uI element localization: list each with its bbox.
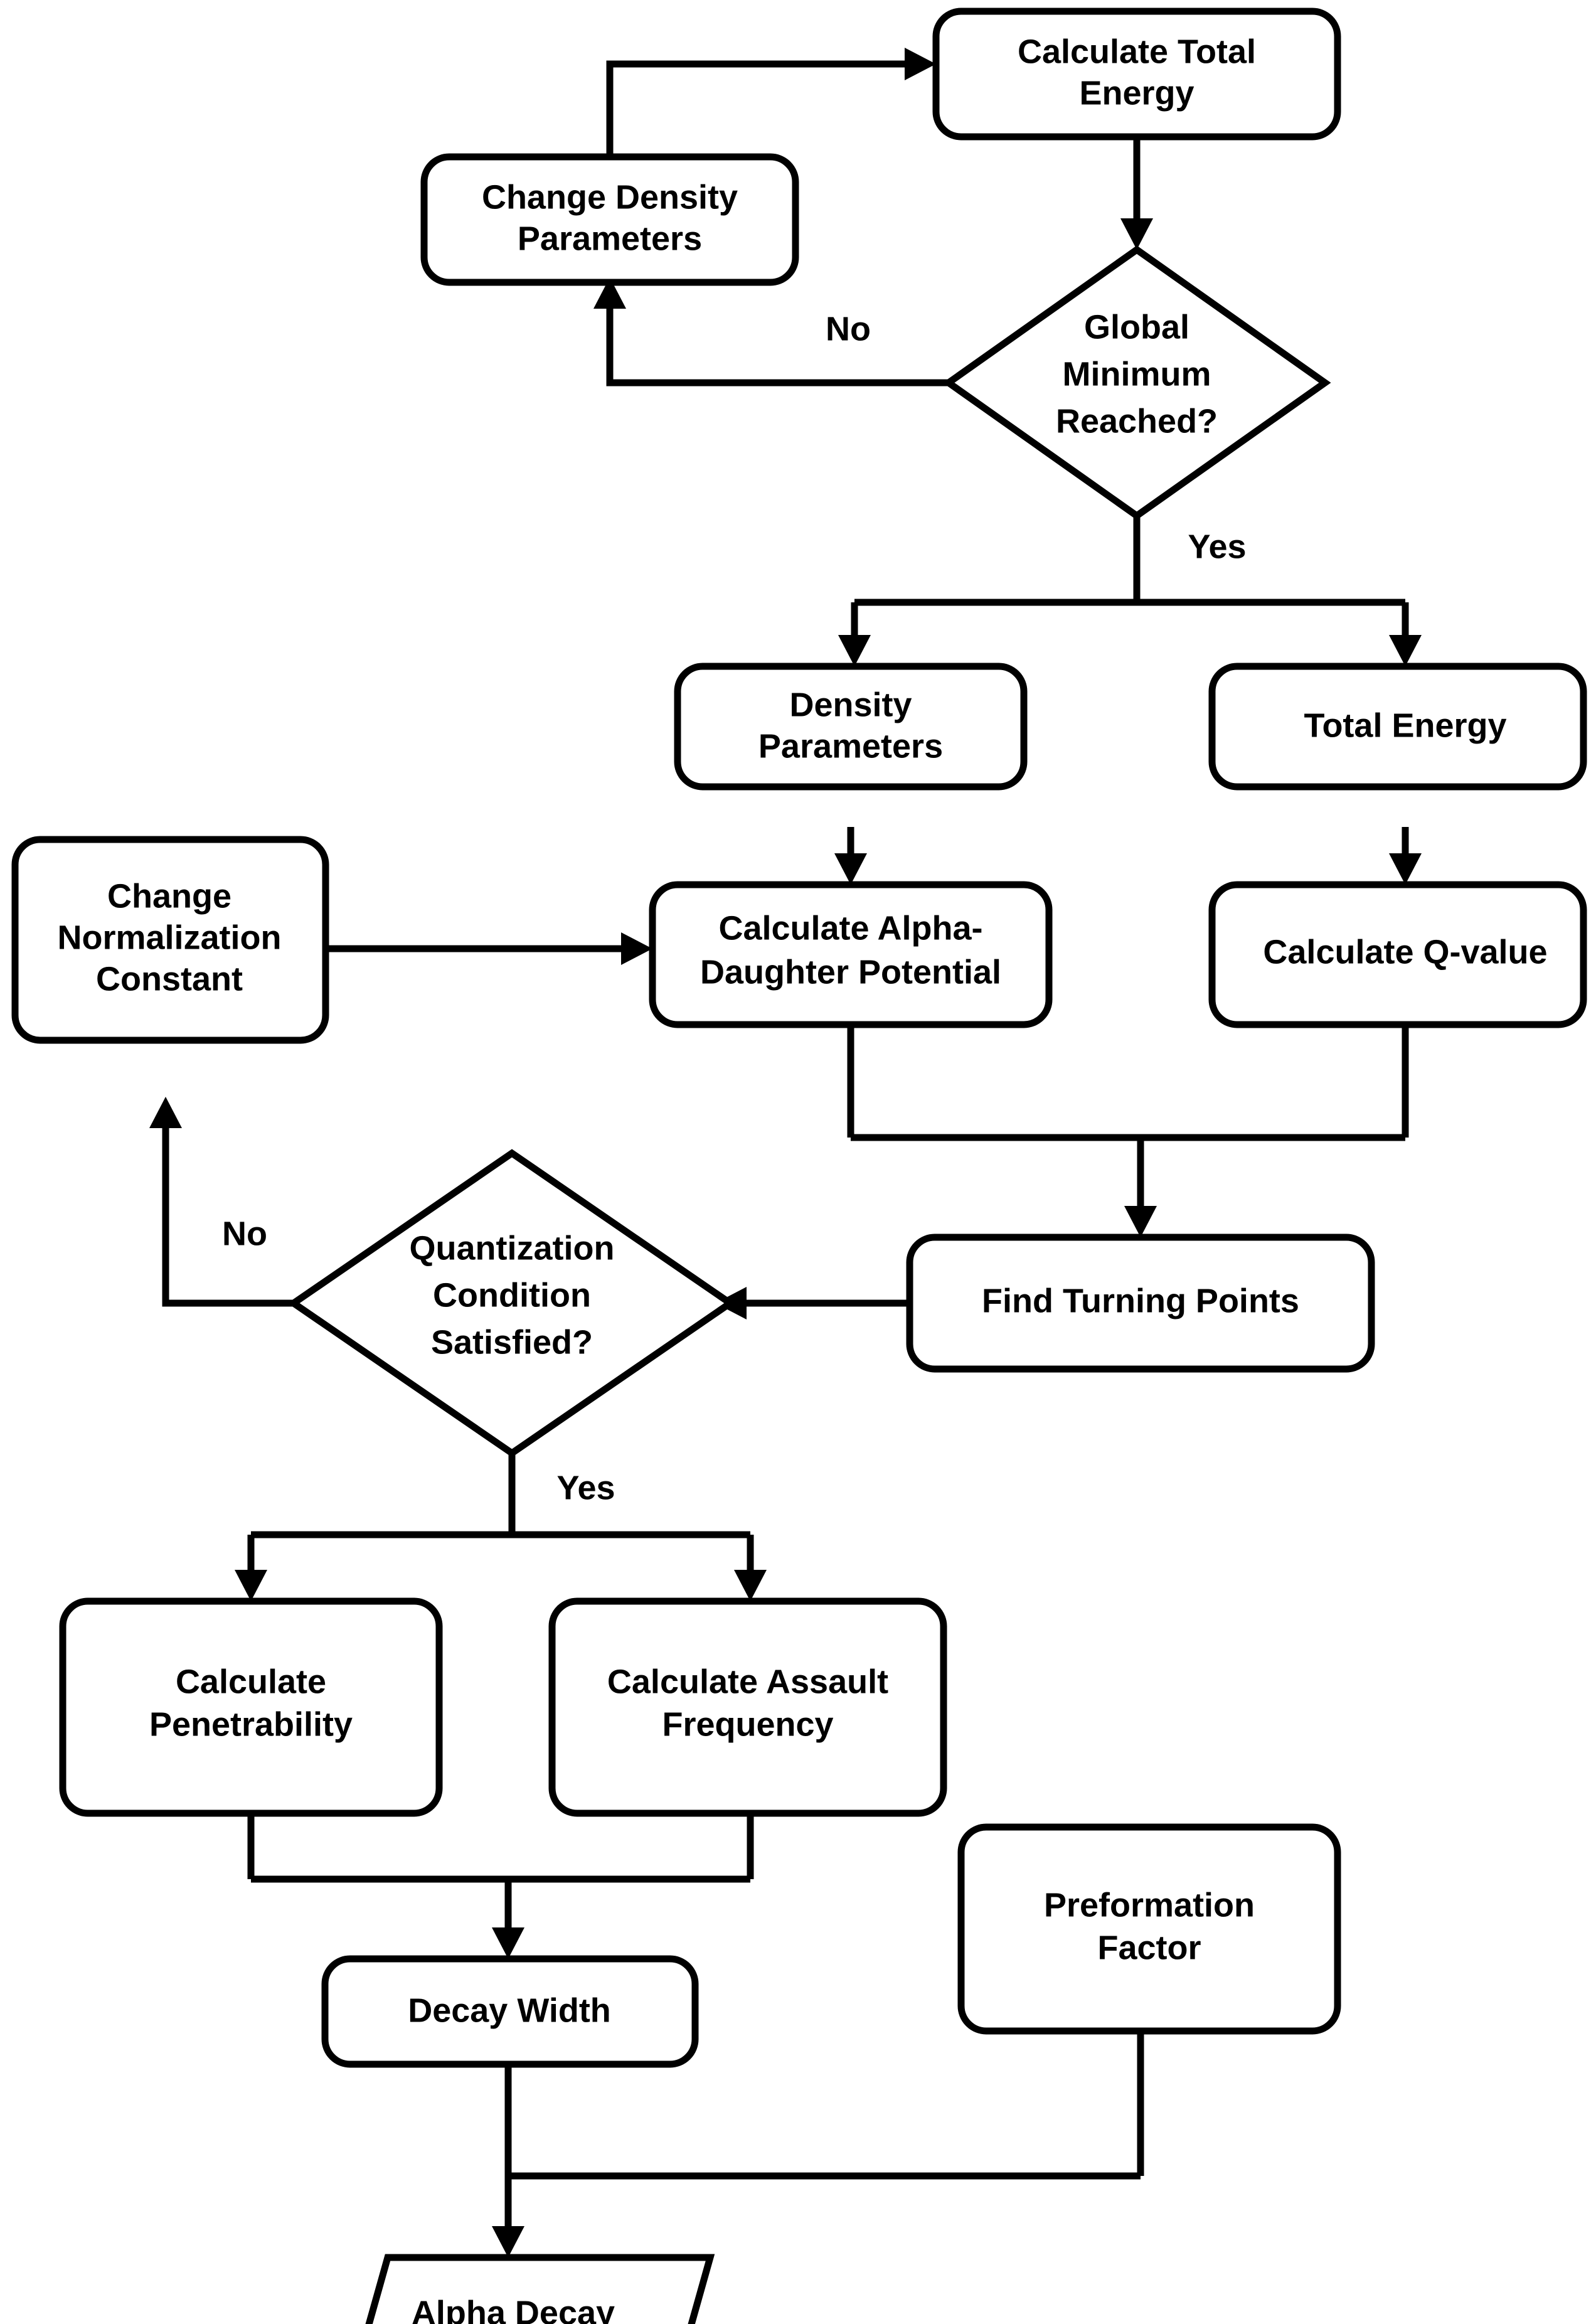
node-label-line1: Calculate Alpha- bbox=[718, 909, 982, 947]
arrow-head-right bbox=[1389, 635, 1422, 666]
node-label-line1: Alpha Decay bbox=[412, 2294, 615, 2324]
node-label-line1: Total Energy bbox=[1304, 706, 1506, 744]
node-label-line2: Factor bbox=[1097, 1929, 1201, 1966]
edge-path bbox=[851, 516, 1409, 641]
edge-path bbox=[847, 1025, 1409, 1211]
edge-calc-total-energy-to-global-minimum bbox=[1120, 137, 1153, 250]
node-change-density-parameters[interactable]: Change Density Parameters bbox=[420, 153, 799, 286]
node-change-normalization-constant[interactable]: Change Normalization Constant bbox=[11, 836, 329, 1044]
edge-global-minimum-no-to-change-density: No bbox=[593, 277, 949, 386]
edge-label-global-minimum-no: No bbox=[826, 310, 871, 348]
node-label-line1: Calculate Assault bbox=[607, 1663, 888, 1700]
node-preformation-factor[interactable]: Preformation Factor bbox=[957, 1823, 1341, 2035]
edge-path bbox=[504, 2031, 1144, 2231]
node-shape-rounded-rect[interactable] bbox=[649, 881, 1053, 1028]
edge-merge-to-alpha-decay-half-lifetime bbox=[492, 2031, 1144, 2257]
edge-merge-to-find-turning-points bbox=[847, 1025, 1409, 1237]
node-label-line1: Calculate Total bbox=[1018, 33, 1256, 70]
arrow-head bbox=[1389, 853, 1422, 885]
edge-change-normalization-to-calc-alpha-daughter bbox=[326, 932, 652, 965]
node-calculate-penetrability[interactable]: Calculate Penetrability bbox=[59, 1597, 443, 1817]
edge-find-turning-points-to-quantization bbox=[715, 1287, 910, 1319]
edge-path bbox=[247, 1453, 754, 1575]
edge-merge-to-decay-width bbox=[247, 1813, 754, 1959]
edge-change-density-to-calc-total-energy bbox=[606, 48, 936, 157]
arrow-head bbox=[492, 2226, 524, 2257]
edge-label-global-minimum-yes: Yes bbox=[1188, 528, 1246, 565]
node-quantization-condition-satisfied[interactable]: Quantization Condition Satisfied? bbox=[287, 1149, 737, 1458]
node-label-line2: Minimum bbox=[1063, 355, 1211, 393]
arrow-head bbox=[492, 1927, 524, 1959]
node-label-line2: Energy bbox=[1079, 74, 1194, 112]
node-density-parameters[interactable]: Density Parameters bbox=[674, 663, 1028, 791]
node-label-line2: Condition bbox=[433, 1276, 591, 1314]
node-label-line2: Penetrability bbox=[149, 1705, 353, 1743]
node-label-line2: Daughter Potential bbox=[700, 953, 1001, 991]
arrow-head bbox=[834, 853, 867, 885]
node-shape-rounded-rect[interactable] bbox=[548, 1597, 947, 1817]
node-shape-rounded-rect[interactable] bbox=[932, 8, 1341, 141]
node-shape-rounded-rect[interactable] bbox=[674, 663, 1028, 791]
node-label-line3: Reached? bbox=[1056, 402, 1218, 440]
node-shape-diamond[interactable] bbox=[942, 245, 1331, 520]
node-calculate-q-value[interactable]: Calculate Q-value bbox=[1208, 881, 1587, 1028]
arrow-head bbox=[905, 48, 936, 80]
node-label-line1: Calculate Q-value bbox=[1263, 933, 1547, 971]
node-shape-rounded-rect[interactable] bbox=[1208, 663, 1587, 791]
node-shape-rounded-rect[interactable] bbox=[957, 1823, 1341, 2035]
node-shape-rounded-rect[interactable] bbox=[420, 153, 799, 286]
edge-path bbox=[247, 1813, 754, 1932]
node-shape-rounded-rect[interactable] bbox=[1208, 881, 1587, 1028]
node-label-line1: Density bbox=[789, 686, 912, 723]
arrow-head bbox=[1120, 218, 1153, 250]
node-decay-width[interactable]: Decay Width bbox=[321, 1955, 699, 2068]
node-layer: Calculate Total Energy Change Density Pa… bbox=[11, 8, 1587, 2324]
edge-path bbox=[162, 1123, 294, 1307]
node-calculate-assault-frequency[interactable]: Calculate Assault Frequency bbox=[548, 1597, 947, 1817]
node-calculate-alpha-daughter-potential[interactable]: Calculate Alpha- Daughter Potential bbox=[649, 881, 1053, 1028]
edge-total-energy-to-calc-q-value bbox=[1389, 827, 1422, 885]
node-shape-parallelogram[interactable] bbox=[321, 2254, 715, 2324]
arrow-head-left bbox=[838, 635, 871, 666]
node-label-line1: Preformation bbox=[1044, 1886, 1255, 1924]
node-label-line1: Find Turning Points bbox=[982, 1282, 1299, 1319]
node-global-minimum-reached[interactable]: Global Minimum Reached? bbox=[942, 245, 1331, 520]
node-label-line2: Normalization bbox=[57, 919, 281, 956]
edge-path bbox=[606, 301, 949, 386]
node-alpha-decay-half-lifetime[interactable]: Alpha Decay Half Lifetime bbox=[321, 2254, 715, 2324]
node-label-line1: Calculate bbox=[176, 1663, 326, 1700]
arrow-head bbox=[149, 1097, 182, 1128]
arrow-head-left bbox=[235, 1570, 267, 1601]
arrow-head-right bbox=[734, 1570, 767, 1601]
arrow-head bbox=[593, 277, 626, 309]
node-label-line1: Decay Width bbox=[408, 1991, 611, 2029]
node-label-line2: Parameters bbox=[758, 727, 943, 765]
node-calculate-total-energy[interactable]: Calculate Total Energy bbox=[932, 8, 1341, 141]
edge-global-minimum-yes-split: Yes bbox=[838, 516, 1422, 666]
node-shape-rounded-rect[interactable] bbox=[59, 1597, 443, 1817]
node-shape-rounded-rect[interactable] bbox=[11, 836, 329, 1044]
node-label-line1: Global bbox=[1084, 308, 1189, 346]
node-total-energy[interactable]: Total Energy bbox=[1208, 663, 1587, 791]
node-shape-rounded-rect[interactable] bbox=[906, 1234, 1375, 1373]
node-find-turning-points[interactable]: Find Turning Points bbox=[906, 1234, 1375, 1373]
node-shape-rounded-rect[interactable] bbox=[321, 1955, 699, 2068]
edge-path bbox=[606, 60, 916, 157]
edge-density-params-to-calc-alpha-daughter bbox=[834, 827, 867, 885]
node-shape-diamond[interactable] bbox=[287, 1149, 737, 1458]
node-label-line2: Parameters bbox=[518, 220, 702, 257]
edge-label-quantization-yes: Yes bbox=[556, 1469, 615, 1506]
arrow-head bbox=[621, 932, 652, 965]
node-label-line2: Frequency bbox=[662, 1705, 833, 1743]
edge-quantization-yes-split: Yes bbox=[235, 1453, 767, 1601]
edge-layer: No Yes bbox=[149, 48, 1422, 2257]
edge-quantization-no-to-change-normalization: No bbox=[149, 1097, 294, 1307]
node-label-line1: Quantization bbox=[410, 1229, 615, 1267]
node-label-line3: Satisfied? bbox=[431, 1323, 593, 1361]
node-label-line3: Constant bbox=[96, 960, 243, 998]
edge-label-quantization-no: No bbox=[222, 1215, 267, 1252]
node-label-line1: Change Density bbox=[482, 178, 738, 216]
arrow-head bbox=[1124, 1206, 1157, 1237]
node-label-line1: Change bbox=[107, 877, 231, 915]
